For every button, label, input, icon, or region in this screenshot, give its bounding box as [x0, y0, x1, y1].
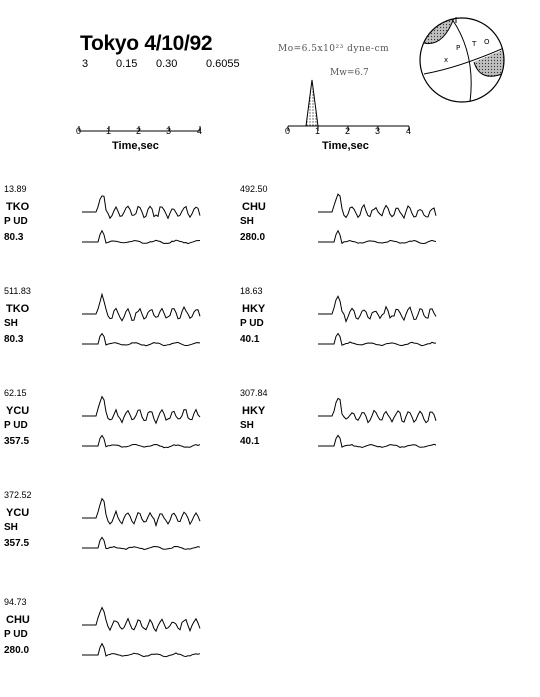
seismic-moment-label: Mo=6.5x10²³ dyne-cm: [278, 44, 390, 54]
trace-amplitude: 492.50: [240, 184, 268, 194]
waveform: [82, 395, 201, 449]
synthetic-seismogram: [318, 434, 437, 449]
component-label: SH: [240, 216, 254, 227]
component-label: P UD: [4, 629, 28, 640]
observed-seismogram: [82, 292, 201, 322]
trace-amplitude: 13.89: [4, 184, 27, 194]
focal-mechanism-beachball: P T O x: [419, 17, 505, 103]
synthetic-seismogram: [82, 434, 201, 449]
tick-label: 2: [136, 126, 142, 136]
tick-label: 4: [197, 126, 203, 136]
tick-label: 1: [106, 126, 112, 136]
waveform: [318, 193, 437, 245]
azimuth-label: 80.3: [4, 232, 24, 243]
svg-text:O: O: [484, 38, 490, 46]
observed-seismogram: [82, 606, 201, 633]
azimuth-label: 80.3: [4, 334, 24, 345]
waveform: [318, 295, 437, 347]
moment-magnitude-label: Mw=6.7: [330, 68, 369, 78]
trace-amplitude: 511.83: [4, 286, 31, 296]
station-code: CHU: [6, 614, 30, 626]
param-value: 0.30: [156, 58, 178, 70]
tick-label: 2: [345, 126, 351, 136]
azimuth-label: 280.0: [4, 645, 30, 656]
component-label: SH: [4, 522, 18, 533]
station-code: TKO: [6, 303, 30, 315]
observed-seismogram: [318, 295, 437, 324]
station-code: YCU: [6, 507, 30, 519]
component-label: P UD: [4, 216, 28, 227]
waveform: [318, 397, 437, 449]
beachball-outline: [419, 17, 505, 103]
time-axis-label: Time,sec: [112, 140, 159, 152]
azimuth-label: 357.5: [4, 538, 30, 549]
synthetic-seismogram: [82, 332, 201, 347]
waveform: [82, 497, 201, 551]
component-label: SH: [240, 420, 254, 431]
tick-label: 0: [76, 126, 82, 136]
station-code: TKO: [6, 201, 30, 213]
svg-text:T: T: [471, 40, 477, 48]
param-value: 0.15: [116, 58, 138, 70]
synthetic-seismogram: [82, 642, 201, 658]
tick-label: 4: [406, 126, 412, 136]
time-axis-label: Time,sec: [322, 140, 369, 152]
compression-quadrant: [474, 48, 504, 77]
synthetic-seismogram: [82, 229, 201, 245]
azimuth-label: 40.1: [240, 436, 260, 447]
station-code: HKY: [242, 303, 266, 315]
svg-text:x: x: [444, 56, 448, 64]
station-code: YCU: [6, 405, 30, 417]
azimuth-label: 40.1: [240, 334, 260, 345]
svg-text:P: P: [456, 44, 460, 52]
trace-amplitude: 372.52: [4, 490, 32, 500]
source-time-function: [287, 79, 410, 131]
synthetic-seismogram: [318, 332, 436, 347]
observed-seismogram: [82, 497, 201, 528]
tick-label: 0: [285, 126, 291, 136]
observed-seismogram: [82, 195, 201, 220]
trace-amplitude: 307.84: [240, 388, 268, 398]
time-axis-left: [78, 126, 201, 132]
tick-label: 1: [315, 126, 321, 136]
component-label: SH: [4, 318, 18, 329]
waveform: [82, 606, 201, 658]
station-code: CHU: [242, 201, 266, 213]
tick-label: 3: [375, 126, 381, 136]
nodal-plane: [423, 47, 504, 75]
param-value: 0.6055: [206, 58, 240, 70]
synthetic-seismogram: [82, 536, 201, 551]
waveform: [82, 292, 201, 347]
azimuth-label: 357.5: [4, 436, 30, 447]
nodal-plane: [451, 18, 472, 102]
param-value: 3: [82, 58, 89, 70]
figure-title: Tokyo 4/10/92: [80, 32, 213, 55]
waveform: [82, 195, 201, 245]
stf-triangle: [305, 79, 319, 127]
synthetic-seismogram: [318, 229, 437, 245]
observed-seismogram: [318, 397, 437, 424]
component-label: P UD: [4, 420, 28, 431]
tick-label: 3: [166, 126, 172, 136]
azimuth-label: 280.0: [240, 232, 266, 243]
trace-amplitude: 18.63: [240, 286, 263, 296]
component-label: P UD: [240, 318, 264, 329]
observed-seismogram: [82, 395, 201, 425]
trace-amplitude: 94.73: [4, 597, 27, 607]
station-code: HKY: [242, 405, 266, 417]
trace-amplitude: 62.15: [4, 388, 27, 398]
observed-seismogram: [318, 193, 437, 220]
